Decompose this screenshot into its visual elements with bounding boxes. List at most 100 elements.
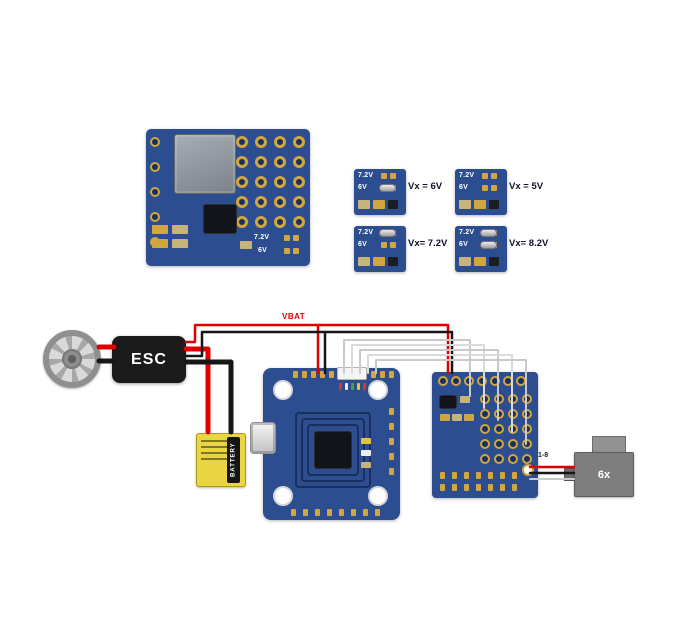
pad <box>236 176 248 188</box>
smd-component <box>464 414 474 421</box>
jumper-pad <box>284 235 290 241</box>
pad <box>480 394 490 404</box>
pad <box>494 424 504 434</box>
jumper-top-label: 7.2V <box>358 172 374 179</box>
smd-component <box>440 414 450 421</box>
pad <box>150 162 160 172</box>
jumper-variant-board-82v: 7.2V 6V <box>455 226 507 272</box>
pad <box>508 439 518 449</box>
jumper-variant-board-72v: 7.2V 6V <box>354 226 406 272</box>
pad <box>274 216 286 228</box>
pad <box>339 509 344 516</box>
servo: 6x <box>574 452 634 497</box>
jumper-top-label: 7.2V <box>254 234 270 241</box>
pad <box>464 472 469 479</box>
pad <box>255 216 267 228</box>
pad <box>522 439 532 449</box>
pad <box>303 509 308 516</box>
pdb-ic <box>440 396 456 408</box>
jumper-pad <box>293 235 299 241</box>
wire-pin-green <box>351 383 354 390</box>
smd-component <box>373 257 385 266</box>
pad <box>440 484 445 491</box>
smd-component <box>373 200 385 209</box>
pad <box>380 371 385 378</box>
regulator-board: 7.2V 6V <box>146 129 310 266</box>
pad <box>150 212 160 222</box>
solder-bridge <box>480 229 497 237</box>
pad <box>508 454 518 464</box>
bottom-pad-row <box>440 484 517 491</box>
smd-component <box>388 200 398 209</box>
pad <box>389 371 394 378</box>
pad <box>293 176 305 188</box>
servo-pdb-board <box>432 372 538 498</box>
pad <box>476 484 481 491</box>
solder-bridge <box>379 184 396 192</box>
top-pad-row <box>438 376 526 386</box>
pad <box>452 472 457 479</box>
pad <box>480 439 490 449</box>
smd-component <box>172 225 188 234</box>
pad <box>522 454 532 464</box>
smd-component <box>474 200 486 209</box>
wire-pin-red <box>363 383 366 390</box>
coil-trace <box>307 424 359 476</box>
pad <box>274 176 286 188</box>
pad <box>516 376 526 386</box>
jumper-bottom-label: 6V <box>258 247 267 254</box>
brushless-motor <box>43 330 101 388</box>
pad <box>255 156 267 168</box>
mounting-hole <box>368 380 388 400</box>
vx-result-label: Vx= 8.2V <box>509 238 549 249</box>
smd-component <box>361 450 371 456</box>
jumper-bottom-label: 6V <box>358 241 367 248</box>
pad <box>236 156 248 168</box>
smd-component <box>459 257 471 266</box>
pad <box>293 136 305 148</box>
pad <box>389 408 394 415</box>
mounting-hole <box>273 380 293 400</box>
pad <box>293 156 305 168</box>
pad <box>274 156 286 168</box>
jumper-bottom-label: 6V <box>358 184 367 191</box>
solder-bridge <box>480 241 497 249</box>
jumper-variant-board-5v: 7.2V 6V <box>455 169 507 215</box>
pad <box>494 454 504 464</box>
pad <box>500 484 505 491</box>
bottom-pad-row <box>291 509 380 516</box>
smd-component <box>152 225 168 234</box>
pad <box>389 468 394 475</box>
wire-pin-red <box>339 383 342 390</box>
smd-component <box>489 257 499 266</box>
pad <box>440 472 445 479</box>
pad <box>255 136 267 148</box>
pad <box>375 509 380 516</box>
wire-battery-black <box>183 359 234 435</box>
pad <box>389 438 394 445</box>
pad <box>451 376 461 386</box>
pad <box>291 509 296 516</box>
pad <box>236 196 248 208</box>
servo-pin-grid <box>480 394 532 464</box>
smd-component <box>489 200 499 209</box>
inductor-component <box>174 134 236 194</box>
pad-ring <box>522 464 534 476</box>
jumper-pad <box>390 242 396 248</box>
servo-count-label: 6x <box>597 468 611 481</box>
pad <box>315 509 320 516</box>
pad <box>508 394 518 404</box>
pad <box>438 376 448 386</box>
pad <box>490 376 500 386</box>
pad <box>512 484 517 491</box>
pad <box>480 409 490 419</box>
smd-component <box>459 200 471 209</box>
pad <box>274 136 286 148</box>
pad <box>464 376 474 386</box>
jumper-top-label: 7.2V <box>459 229 475 236</box>
jumper-variant-board-6v: 7.2V 6V <box>354 169 406 215</box>
pad <box>320 371 325 378</box>
jumper-pad <box>482 173 488 179</box>
pad <box>150 187 160 197</box>
